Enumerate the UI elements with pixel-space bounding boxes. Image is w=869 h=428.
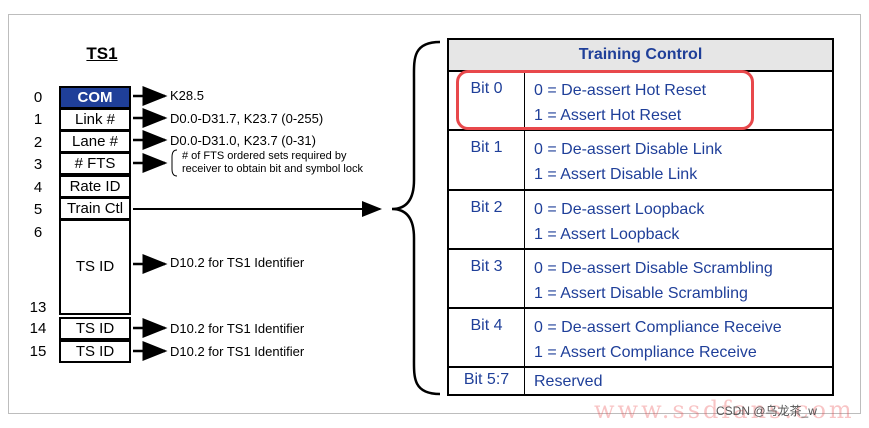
- watermark: www.ssdfans.com: [594, 396, 855, 424]
- tc-bit-label: Bit 0: [449, 72, 525, 129]
- ts1-note-ts-id-14: D10.2 for TS1 Identifier: [170, 321, 305, 336]
- tc-bit-desc: 0 = De-assert Hot Reset 1 = Assert Hot R…: [534, 78, 706, 128]
- tc-bit-desc-line1: 0 = De-assert Disable Link: [534, 141, 723, 158]
- ts1-index-13: 13: [29, 299, 47, 316]
- credit-label: CSDN @乌龙茶_w: [716, 404, 817, 418]
- tc-bit-label: Bit 5:7: [449, 368, 525, 394]
- ts1-index-6: 6: [33, 224, 43, 241]
- ts1-cell-ts-id-14: TS ID: [59, 317, 131, 340]
- ts1-note-ts-id-block: D10.2 for TS1 Identifier: [170, 255, 305, 270]
- ts1-cell-ts-id-block: TS ID: [59, 219, 131, 315]
- tc-bit-desc: Reserved: [534, 369, 602, 394]
- ts1-note-fts-line1: # of FTS ordered sets required by: [182, 150, 347, 162]
- tc-bit-label: Bit 1: [449, 131, 525, 189]
- ts1-title: TS1: [86, 44, 118, 63]
- ts1-note-lane: D0.0-D31.0, K23.7 (0-31): [170, 133, 316, 148]
- tc-bit-desc-line2: 1 = Assert Disable Link: [534, 166, 698, 183]
- ts1-cell-lane: Lane #: [59, 130, 131, 153]
- tc-bit-desc: 0 = De-assert Loopback 1 = Assert Loopba…: [534, 197, 704, 247]
- ts1-note-link: D0.0-D31.7, K23.7 (0-255): [170, 111, 324, 126]
- bit0-highlight-box: [456, 70, 754, 130]
- ts1-cell-fts: # FTS: [59, 152, 131, 175]
- ts1-cell-ts-id-15: TS ID: [59, 340, 131, 363]
- tc-bit-desc-line1: 0 = De-assert Disable Scrambling: [534, 260, 773, 277]
- ts1-index-1: 1: [33, 111, 43, 128]
- ts1-cell-rate-id: Rate ID: [59, 175, 131, 198]
- tc-bit-desc: 0 = De-assert Disable Scrambling 1 = Ass…: [534, 256, 773, 306]
- ts1-index-2: 2: [33, 134, 43, 151]
- ts1-index-15: 15: [29, 343, 47, 360]
- tc-bit-desc-line2: 1 = Assert Disable Scrambling: [534, 285, 748, 302]
- ts1-note-fts-line2: receiver to obtain bit and symbol lock: [182, 163, 363, 175]
- tc-bit-desc-line2: 1 = Assert Hot Reset: [534, 107, 682, 124]
- training-control-table: Training Control Bit 0 0 = De-assert Hot…: [447, 38, 834, 396]
- ts1-index-5: 5: [33, 201, 43, 218]
- training-control-brace: [391, 40, 441, 396]
- ts1-note-ts-id-15: D10.2 for TS1 Identifier: [170, 344, 305, 359]
- tc-bit-desc-line1: 0 = De-assert Hot Reset: [534, 82, 707, 99]
- tc-bit-desc-line2: 1 = Assert Compliance Receive: [534, 344, 757, 361]
- tc-bit-desc-line1: Reserved: [534, 373, 603, 390]
- tc-row-bit5-7: Bit 5:7 Reserved: [449, 366, 832, 394]
- tc-bit-desc-line1: 0 = De-assert Compliance Receive: [534, 319, 782, 336]
- ts1-index-0: 0: [33, 89, 43, 106]
- ts1-index-3: 3: [33, 156, 43, 173]
- ts1-cell-train-ctl: Train Ctl: [59, 197, 131, 220]
- ts1-index-4: 4: [33, 179, 43, 196]
- figure-frame: [8, 14, 861, 414]
- training-control-title: Training Control: [449, 40, 832, 70]
- tc-bit-desc-line1: 0 = De-assert Loopback: [534, 201, 705, 218]
- tc-bit-label: Bit 4: [449, 309, 525, 366]
- tc-bit-desc: 0 = De-assert Compliance Receive 1 = Ass…: [534, 315, 782, 365]
- tc-bit-desc-line2: 1 = Assert Loopback: [534, 226, 680, 243]
- tc-bit-label: Bit 3: [449, 250, 525, 307]
- tc-bit-label: Bit 2: [449, 191, 525, 248]
- tc-row-bit2: Bit 2 0 = De-assert Loopback 1 = Assert …: [449, 189, 832, 248]
- tc-row-bit4: Bit 4 0 = De-assert Compliance Receive 1…: [449, 307, 832, 366]
- tc-bit-desc: 0 = De-assert Disable Link 1 = Assert Di…: [534, 137, 722, 187]
- fts-note-bracket: [171, 149, 178, 177]
- ts1-note-com: K28.5: [170, 88, 204, 103]
- tc-row-bit3: Bit 3 0 = De-assert Disable Scrambling 1…: [449, 248, 832, 307]
- tc-row-bit1: Bit 1 0 = De-assert Disable Link 1 = Ass…: [449, 129, 832, 189]
- ts1-index-14: 14: [29, 320, 47, 337]
